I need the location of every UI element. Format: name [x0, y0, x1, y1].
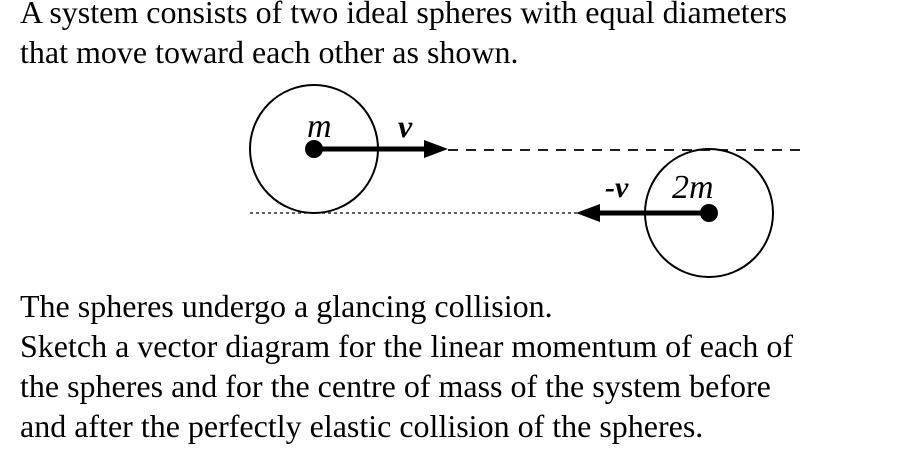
velocity-arrowhead-right — [576, 204, 600, 222]
sphere-right-mass-label: 2m — [672, 169, 714, 206]
intro-paragraph: A system consists of two ideal spheres w… — [20, 0, 787, 72]
question-line-1: The spheres undergo a glancing collision… — [20, 288, 553, 324]
question-line-4: and after the perfectly elastic collisio… — [20, 408, 704, 444]
question-paragraph: The spheres undergo a glancing collision… — [20, 286, 793, 446]
intro-line-2: that move toward each other as shown. — [20, 34, 519, 70]
intro-line-1: A system consists of two ideal spheres w… — [20, 0, 787, 30]
question-line-2: Sketch a vector diagram for the linear m… — [20, 328, 794, 364]
sphere-left-velocity-label: v — [398, 108, 413, 144]
sphere-right-velocity-label: -v — [605, 171, 629, 204]
velocity-arrowhead-left — [424, 140, 448, 158]
sphere-left-mass-label: m — [307, 108, 332, 145]
question-line-3: the spheres and for the centre of mass o… — [20, 368, 771, 404]
